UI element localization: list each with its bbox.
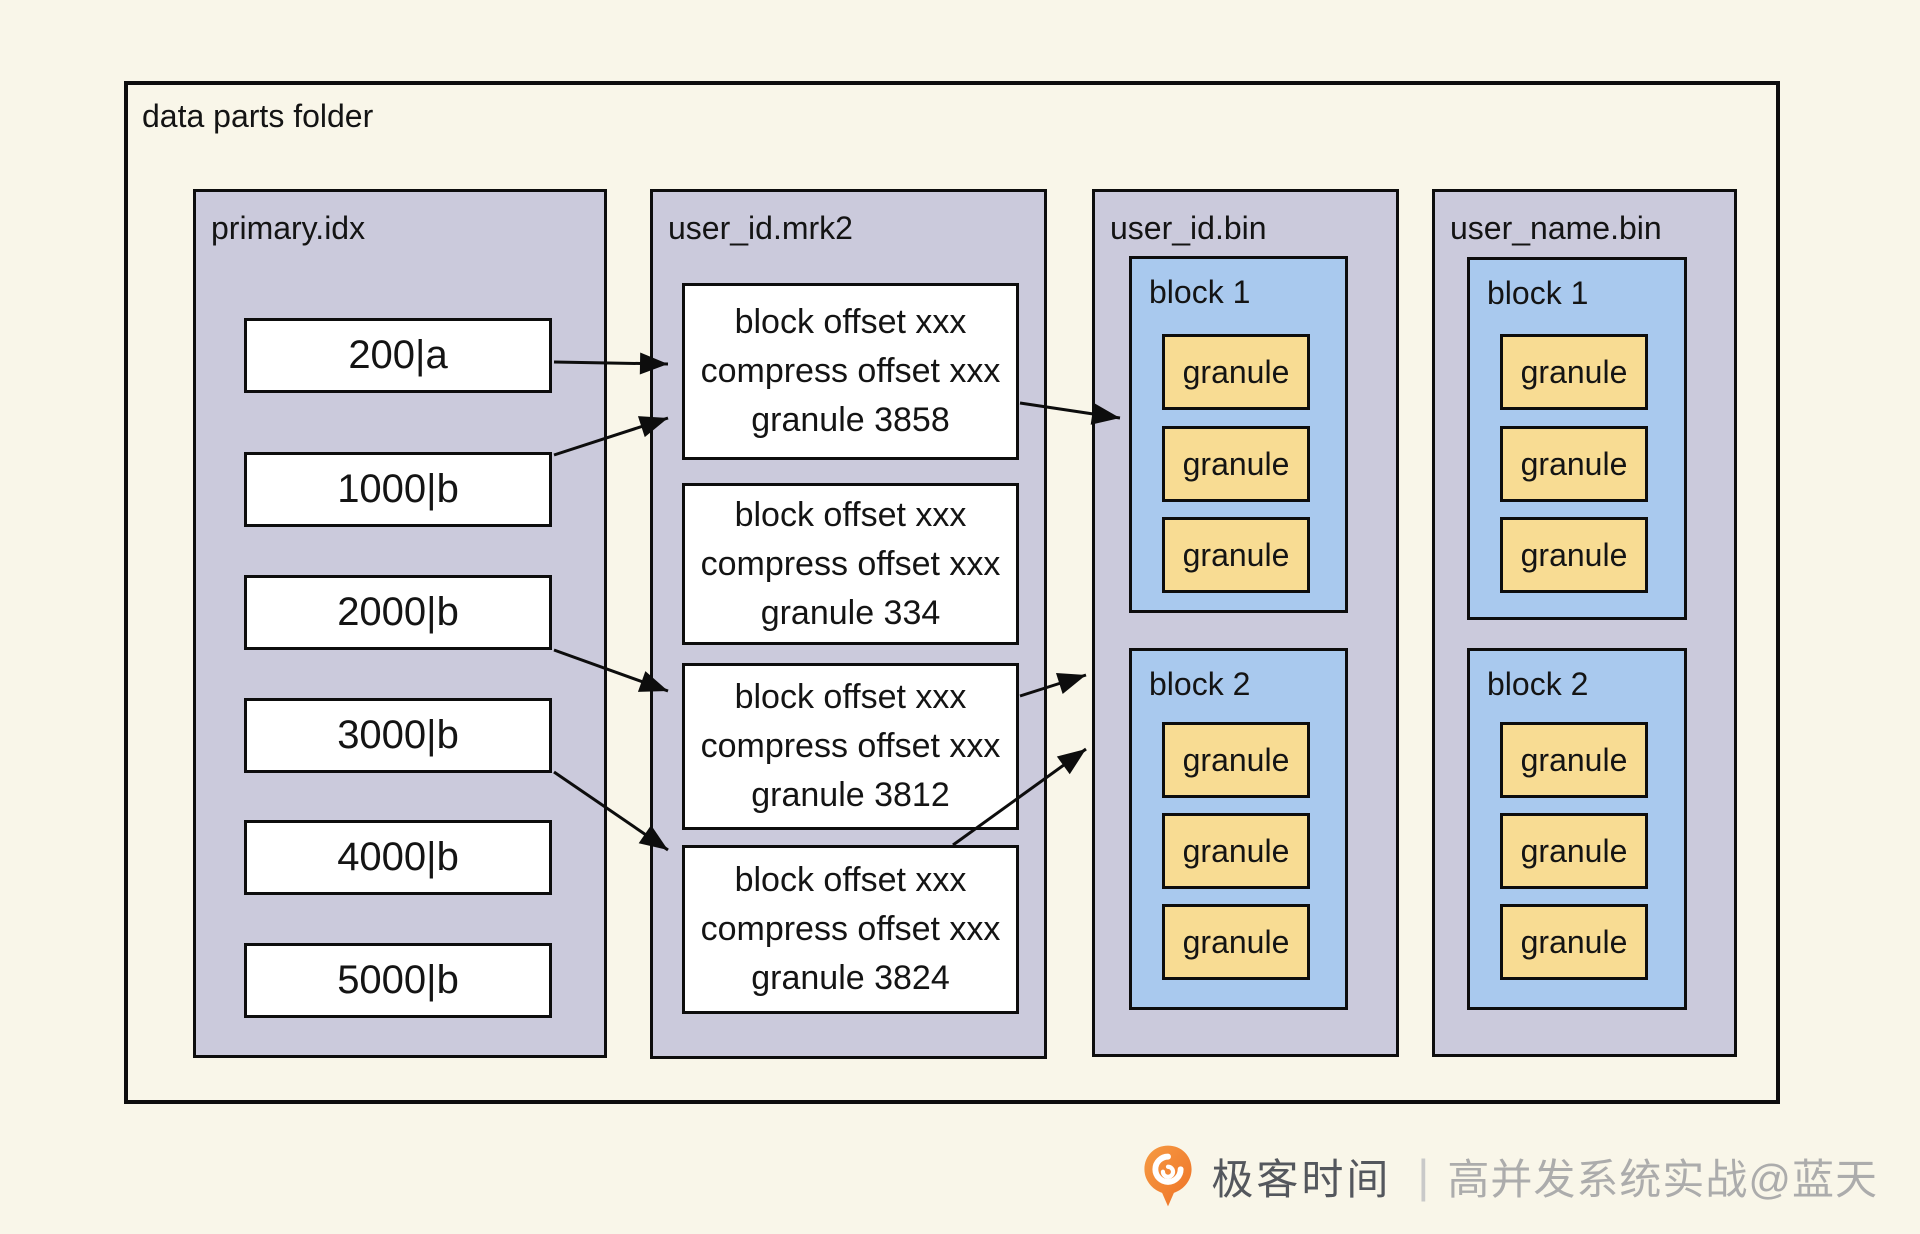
- block-label: block 1: [1149, 274, 1251, 310]
- granule-box: granule: [1162, 722, 1310, 798]
- granule-box: granule: [1500, 813, 1648, 889]
- granule-box: granule: [1162, 813, 1310, 889]
- footer-credit-text: 高并发系统实战@蓝天: [1447, 1155, 1878, 1203]
- mark-box-granule-3812: block offset xxx compress offset xxx gra…: [682, 663, 1019, 830]
- mark-line: block offset xxx: [734, 861, 967, 899]
- mark-box-granule-3824: block offset xxx compress offset xxx gra…: [682, 845, 1019, 1014]
- primary-idx-header: primary.idx: [211, 210, 366, 246]
- footer-watermark: 极客时间 | 高并发系统实战@蓝天: [1141, 1143, 1878, 1209]
- primary-key-box: 2000|b: [244, 575, 552, 650]
- mark-line: granule 334: [760, 593, 941, 632]
- mark-box-granule-3858: block offset xxx compress offset xxx gra…: [682, 283, 1019, 460]
- block-label: block 2: [1149, 666, 1251, 702]
- block-label: block 2: [1487, 666, 1589, 702]
- granule-box: granule: [1500, 517, 1648, 593]
- user-name-bin-header: user_name.bin: [1450, 210, 1662, 246]
- footer-divider: |: [1417, 1150, 1430, 1202]
- granule-box: granule: [1162, 426, 1310, 502]
- granule-box: granule: [1500, 722, 1648, 798]
- mark-line: compress offset xxx: [700, 544, 1001, 583]
- mark-line: granule 3858: [751, 401, 950, 439]
- granule-box: granule: [1500, 426, 1648, 502]
- geektime-brand-text: 极客时间: [1211, 1155, 1392, 1203]
- diagram-title: data parts folder: [142, 98, 374, 134]
- mark-line: compress offset xxx: [700, 910, 1001, 948]
- block-label: block 1: [1487, 275, 1589, 311]
- mark-line: granule 3824: [751, 959, 950, 997]
- granule-box: granule: [1162, 904, 1310, 980]
- user-id-bin-header: user_id.bin: [1110, 210, 1267, 246]
- primary-key-box: 4000|b: [244, 820, 552, 895]
- mark-box-granule-334: block offset xxx compress offset xxx gra…: [682, 483, 1019, 645]
- mark-line: granule 3812: [751, 776, 950, 814]
- mark-line: block offset xxx: [734, 678, 967, 716]
- mark-line: block offset xxx: [734, 495, 967, 534]
- primary-key-box: 3000|b: [244, 698, 552, 773]
- granule-box: granule: [1500, 904, 1648, 980]
- user-id-mrk2-header: user_id.mrk2: [668, 210, 853, 246]
- geektime-logo-icon: [1144, 1145, 1192, 1207]
- granule-box: granule: [1500, 334, 1648, 410]
- granule-box: granule: [1162, 517, 1310, 593]
- granule-box: granule: [1162, 334, 1310, 410]
- mark-line: block offset xxx: [734, 303, 967, 341]
- primary-key-box: 5000|b: [244, 943, 552, 1018]
- primary-key-box: 200|a: [244, 318, 552, 393]
- data-parts-folder-box: [124, 81, 1780, 1104]
- mark-line: compress offset xxx: [700, 352, 1001, 390]
- primary-key-box: 1000|b: [244, 452, 552, 527]
- mark-line: compress offset xxx: [700, 727, 1001, 765]
